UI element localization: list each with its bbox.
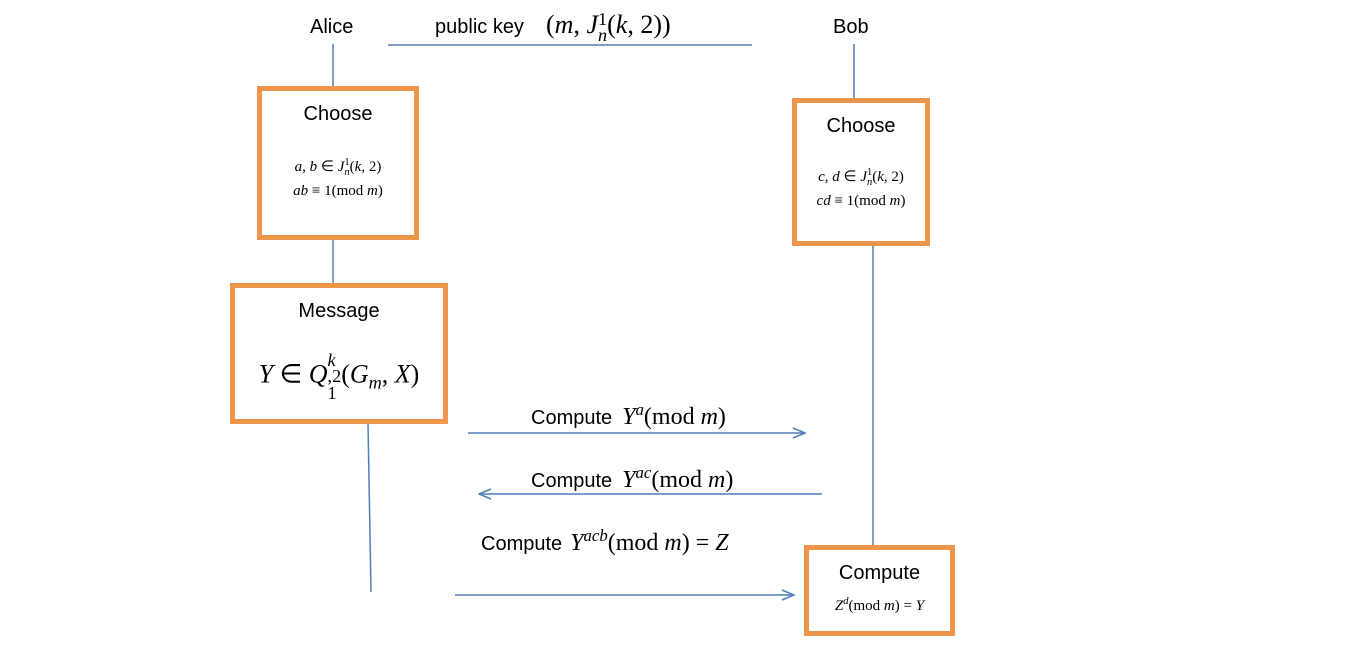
bob-compute-formula: Zd(mod m) = Y	[834, 596, 925, 614]
step-1-formula: Ya(mod m)	[622, 400, 726, 430]
alice-label: Alice	[310, 16, 354, 38]
message-title: Message	[298, 300, 380, 322]
step-3-formula: Yacb(mod m) = Z	[570, 526, 729, 556]
step-2-compute: Compute	[531, 470, 613, 492]
step-2-label: Compute Yac(mod m)	[531, 463, 734, 494]
alice-lifeline-bottom	[367, 422, 372, 593]
step-3-label: Compute Yacb(mod m) = Z	[481, 526, 729, 557]
bob-choose-title: Choose	[826, 115, 896, 137]
step-2-formula: Yac(mod m)	[622, 463, 734, 493]
bob-compute-title: Compute	[838, 562, 921, 584]
alice-choose-line2: ab ≡ 1(mod m)	[293, 183, 383, 199]
step-1-compute: Compute	[531, 407, 613, 429]
step-1-label: Compute Ya(mod m)	[531, 400, 726, 431]
step-3-compute: Compute	[481, 533, 563, 555]
public-key-label: public key	[435, 16, 524, 38]
alice-choose-title: Choose	[303, 103, 373, 125]
bob-choose-line2: cd ≡ 1(mod m)	[816, 193, 906, 209]
bob-label: Bob	[833, 16, 869, 38]
bob-compute-box: Compute Zd(mod m) = Y	[804, 545, 955, 636]
